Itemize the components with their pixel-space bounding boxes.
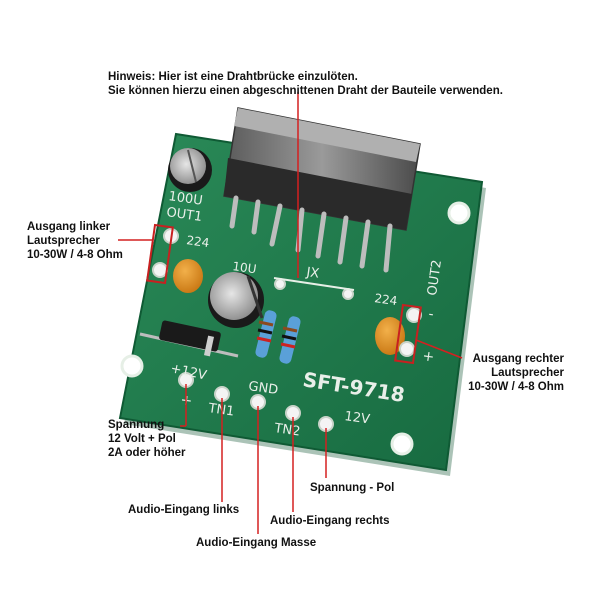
silk-tn1: TN1 (206, 401, 235, 420)
out-left-line-3: 10-30W / 4-8 Ohm (27, 249, 123, 261)
hint-line-1: Hinweis: Hier ist eine Drahtbrücke einzu… (108, 71, 358, 83)
hint-line-2: Sie können hierzu einen abgeschnittenen … (108, 85, 503, 97)
silk-jx: JX (304, 265, 320, 282)
resistors (255, 310, 301, 364)
silk-224-right: 224 (374, 291, 399, 308)
ceramic-capacitor-left (173, 259, 203, 293)
out-left-line-1: Ausgang linker (27, 221, 111, 233)
out-right-line-3: 10-30W / 4-8 Ohm (468, 381, 564, 393)
callout-lines (118, 92, 463, 534)
audio-right-note: Audio-Eingang rechts (270, 515, 390, 527)
jumper-jx-marking (273, 277, 355, 291)
out-left-line-2: Lautsprecher (27, 235, 100, 247)
silk-tn2: TN2 (272, 421, 301, 440)
out-right-note: Ausgang rechter Lautsprecher 10-30W / 4-… (456, 352, 564, 394)
output-pad-highlight-boxes (146, 223, 422, 365)
capacitor-100u (168, 148, 212, 192)
capacitor-10u (208, 272, 264, 328)
diode (139, 320, 239, 358)
silk-12v-right: 12V (343, 409, 370, 427)
power-pos-line-2: 12 Volt + Pol (108, 433, 176, 445)
audio-gnd-note: Audio-Eingang Masse (196, 537, 317, 549)
silk-gnd: GND (247, 379, 279, 398)
silk-12v-left: +12V (169, 361, 208, 383)
silk-plus-out2: + (421, 348, 435, 365)
power-neg-note: Spannung - Pol (310, 482, 395, 494)
out-right-line-1: Ausgang rechter (472, 353, 564, 365)
mounting-holes (120, 201, 471, 456)
power-pos-line-1: Spannung (108, 419, 165, 431)
audio-left-note: Audio-Eingang links (128, 504, 240, 516)
silk-out2: OUT2 (425, 259, 445, 297)
silk-minus-out2: - (427, 306, 434, 323)
callout-line-out-right (415, 339, 463, 359)
silk-out1: OUT1 (165, 205, 203, 225)
out-left-note: Ausgang linker Lautsprecher 10-30W / 4-8… (27, 220, 123, 262)
power-pos-note: Spannung 12 Volt + Pol 2A oder höher (108, 418, 186, 460)
silk-10u: 10U (232, 259, 258, 276)
hint-note: Hinweis: Hier ist eine Drahtbrücke einzu… (108, 70, 503, 98)
silk-224-left: 224 (186, 233, 211, 250)
amplifier-ic-chip (223, 107, 421, 273)
silk-cap-top: 100U (167, 189, 203, 209)
power-pos-line-3: 2A oder höher (108, 447, 186, 459)
out-right-line-2: Lautsprecher (491, 367, 564, 379)
